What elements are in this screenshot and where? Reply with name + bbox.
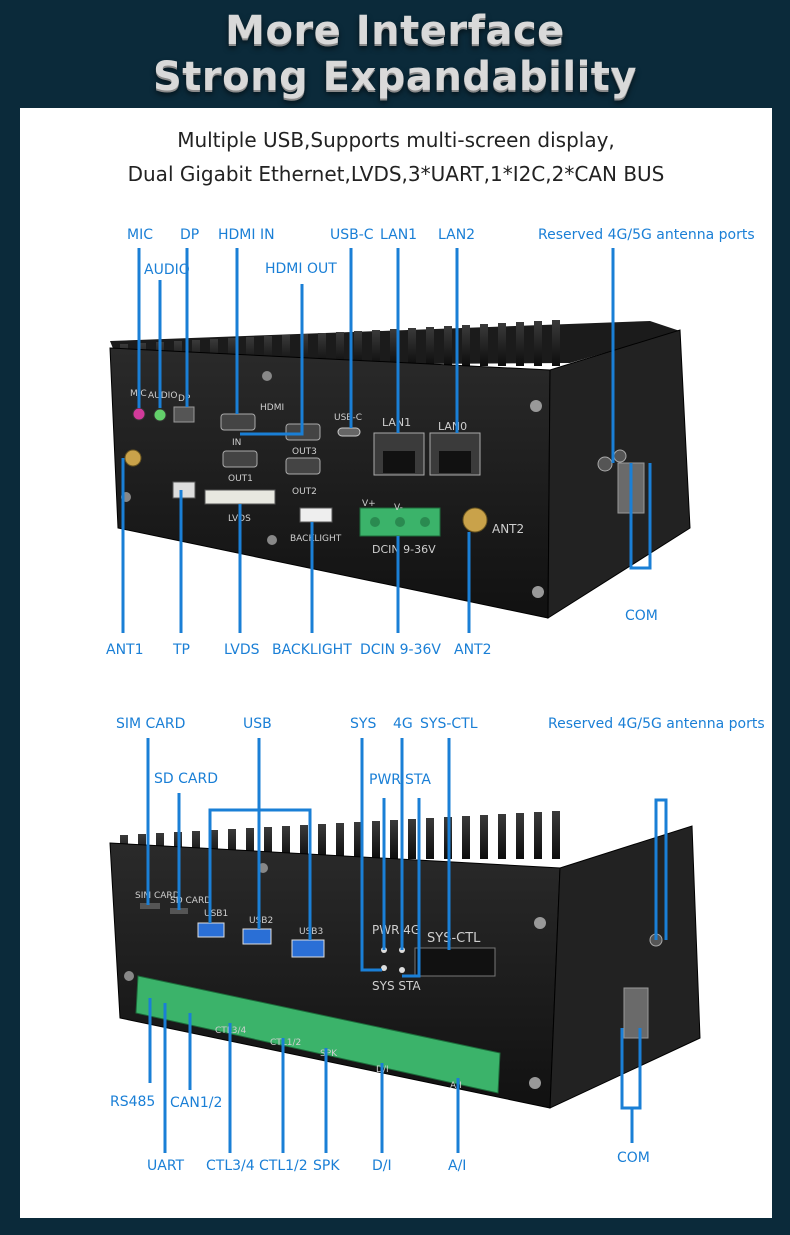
label-antenna-bottom: Reserved 4G/5G antenna ports — [548, 716, 765, 732]
bottom-callout-lines — [146, 738, 668, 1153]
silk-lan0: LAN0 — [438, 420, 467, 433]
silk-audio: AUDIO — [148, 391, 177, 401]
label-antenna-top: Reserved 4G/5G antenna ports — [538, 227, 755, 243]
bottom-side-face — [549, 825, 701, 1109]
silk-usb2: USB2 — [249, 916, 273, 926]
silk-ctl12: CTL1/2 — [270, 1038, 301, 1048]
sta-led — [399, 967, 405, 973]
silk-sd: SD CARD — [170, 896, 211, 906]
label-usb-c: USB-C — [330, 227, 374, 243]
silk-sim: SIM CARD — [135, 891, 180, 901]
hdmi-out2-port[interactable] — [285, 457, 321, 475]
hdmi-in-port[interactable] — [220, 413, 256, 431]
label-sim-card: SIM CARD — [116, 716, 186, 732]
label-hdmi-in: HDMI IN — [218, 227, 275, 243]
label-lan1: LAN1 — [380, 227, 418, 243]
tp-connector[interactable] — [172, 481, 196, 499]
usb2-port[interactable] — [242, 928, 272, 945]
silk-out2: OUT2 — [292, 487, 317, 497]
subtitle-line2: Dual Gigabit Ethernet,LVDS,3*UART,1*I2C,… — [127, 162, 665, 186]
label-di: D/I — [372, 1158, 392, 1174]
label-uart: UART — [147, 1158, 185, 1174]
hdmi-out1-port[interactable] — [222, 450, 258, 468]
hero-title-line2: Strong Expandability — [153, 54, 637, 100]
label-com-top: COM — [625, 608, 658, 624]
label-tp: TP — [173, 642, 190, 658]
bottom-side-com-port[interactable] — [623, 987, 649, 1039]
label-usb: USB — [243, 716, 272, 732]
silk-dp: DP — [178, 394, 191, 404]
label-pwr: PWR — [369, 772, 402, 788]
label-spk: SPK — [313, 1158, 340, 1174]
silk-pwr4g: PWR 4G — [372, 923, 420, 937]
ant1-connector[interactable] — [124, 449, 142, 467]
sd-card-slot[interactable] — [170, 908, 188, 914]
label-sys-ctl: SYS-CTL — [420, 716, 478, 732]
top-device: MIC AUDIO DP HDMI IN OUT1 OUT3 OUT2 USB-… — [109, 248, 691, 633]
label-ctl34: CTL3/4 — [206, 1158, 255, 1174]
silk-usb1: USB1 — [204, 909, 228, 919]
silk-usbc: USB-C — [334, 413, 362, 423]
usb1-port[interactable] — [197, 922, 225, 938]
ant2-connector[interactable] — [462, 507, 488, 533]
device-illustrations: MIC AUDIO DP HDMI IN OUT1 OUT3 OUT2 USB-… — [109, 248, 701, 1153]
silk-dcin: DCIN 9-36V — [372, 543, 436, 556]
backlight-connector[interactable] — [299, 507, 333, 523]
top-callout-lines — [121, 248, 652, 633]
silk-ai: A/I — [450, 1081, 462, 1091]
label-hdmi-out: HDMI OUT — [265, 261, 337, 277]
label-ant1: ANT1 — [106, 642, 144, 658]
silk-vminus: V- — [394, 503, 403, 513]
silk-spk: SPK — [320, 1049, 338, 1059]
bottom-device: SIM CARD SD CARD USB1 USB2 USB3 PWR 4G S… — [109, 738, 701, 1153]
label-4g: 4G — [393, 716, 413, 732]
top-side-antenna-port[interactable] — [597, 456, 613, 472]
mic-jack[interactable] — [132, 407, 146, 421]
usb-c-port[interactable] — [337, 427, 361, 437]
label-dcin: DCIN 9-36V — [360, 642, 441, 658]
label-audio: AUDIO — [144, 262, 190, 278]
label-sys: SYS — [350, 716, 377, 732]
lvds-connector[interactable] — [204, 489, 276, 505]
subtitle-line1: Multiple USB,Supports multi-screen displ… — [177, 128, 615, 152]
label-ant2: ANT2 — [454, 642, 492, 658]
silk-hdmi: HDMI — [260, 403, 284, 413]
label-backlight: BACKLIGHT — [272, 642, 352, 658]
label-com-bottom: COM — [617, 1150, 650, 1166]
label-sta: STA — [405, 772, 431, 788]
audio-jack[interactable] — [153, 408, 167, 422]
silk-vplus: V+ — [362, 499, 376, 509]
label-rs485: RS485 — [110, 1094, 156, 1110]
hero-banner: More Interface Strong Expandability — [0, 0, 790, 108]
sys-ctl-header[interactable] — [414, 947, 496, 977]
hero-title-line1: More Interface — [225, 8, 565, 54]
silk-sysctl: SYS-CTL — [427, 931, 481, 946]
label-lvds: LVDS — [224, 642, 260, 658]
io-terminal-block[interactable] — [135, 975, 501, 1094]
silk-out3: OUT3 — [292, 447, 317, 457]
usb3-port[interactable] — [291, 939, 325, 958]
sim-card-slot[interactable] — [140, 903, 160, 909]
content-panel: Multiple USB,Supports multi-screen displ… — [20, 108, 772, 1218]
label-dp: DP — [180, 227, 200, 243]
silk-ant2: ANT2 — [492, 522, 524, 536]
silk-in: IN — [232, 438, 241, 448]
silk-syssta: SYS STA — [372, 979, 421, 993]
silk-out1: OUT1 — [228, 474, 253, 484]
label-ai: A/I — [448, 1158, 467, 1174]
dp-port[interactable] — [173, 406, 195, 423]
label-lan2: LAN2 — [438, 227, 476, 243]
label-can12: CAN1/2 — [170, 1095, 223, 1111]
silk-backlight: BACKLIGHT — [290, 534, 342, 544]
label-ctl12: CTL1/2 — [259, 1158, 308, 1174]
label-mic: MIC — [127, 227, 153, 243]
label-sd-card: SD CARD — [154, 771, 218, 787]
sys-led — [381, 965, 387, 971]
